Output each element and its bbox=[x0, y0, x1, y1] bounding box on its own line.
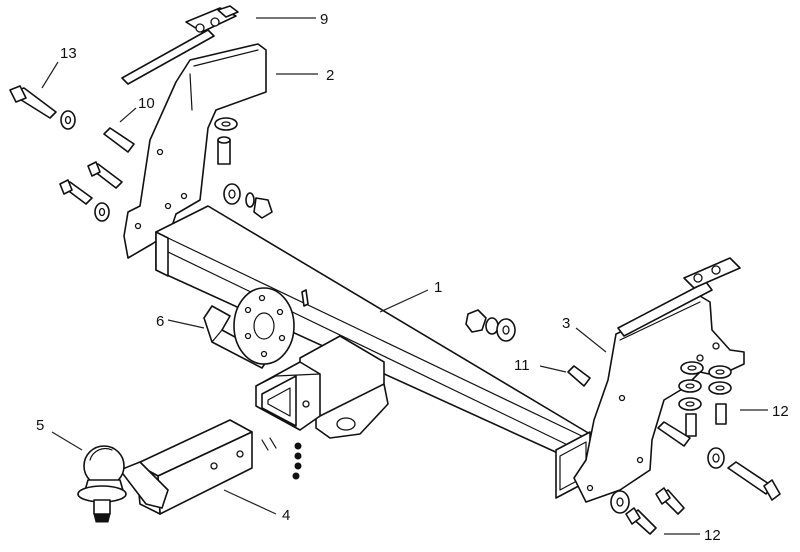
right-top-strap bbox=[617, 257, 741, 337]
callout-13: 13 bbox=[60, 45, 77, 62]
center-nut-washer bbox=[465, 309, 516, 342]
callout-4: 4 bbox=[282, 507, 290, 524]
left-bolts bbox=[59, 161, 123, 222]
right-side-plate bbox=[573, 295, 745, 503]
pin-11 bbox=[567, 365, 591, 387]
leader-3 bbox=[575, 327, 607, 353]
callout-2: 2 bbox=[326, 67, 334, 84]
callout-3: 3 bbox=[562, 315, 570, 332]
callout-12-upper: 12 bbox=[772, 403, 789, 420]
tow-ball-5 bbox=[77, 445, 127, 523]
leader-6 bbox=[167, 319, 205, 329]
callout-10: 10 bbox=[138, 95, 155, 112]
top-strap-bracket bbox=[121, 5, 239, 85]
callout-5: 5 bbox=[36, 417, 44, 434]
leader-5 bbox=[51, 431, 83, 451]
pin-10 bbox=[103, 127, 135, 153]
left-plate-hardware bbox=[214, 117, 273, 219]
callout-labels: 9 2 13 10 1 6 3 11 12 5 4 12 bbox=[36, 11, 789, 544]
leader-1 bbox=[379, 289, 429, 313]
main-cross-beam bbox=[155, 205, 591, 499]
round-flange-plate bbox=[233, 287, 309, 365]
drawbar-4 bbox=[119, 419, 253, 515]
callout-6: 6 bbox=[156, 313, 164, 330]
callout-12-lower: 12 bbox=[704, 527, 721, 544]
leader-4 bbox=[223, 489, 277, 515]
right-hardware-12 bbox=[610, 361, 781, 535]
callout-11: 11 bbox=[514, 357, 530, 374]
callout-1: 1 bbox=[434, 279, 442, 296]
long-bolt-13 bbox=[9, 85, 76, 130]
pin-clip-stack bbox=[261, 437, 302, 480]
leader-13 bbox=[41, 61, 59, 89]
leader-11 bbox=[539, 365, 567, 373]
callout-9: 9 bbox=[320, 11, 328, 28]
leader-10 bbox=[119, 107, 137, 123]
leader-lines bbox=[41, 17, 768, 535]
receiver-assembly bbox=[255, 335, 389, 439]
